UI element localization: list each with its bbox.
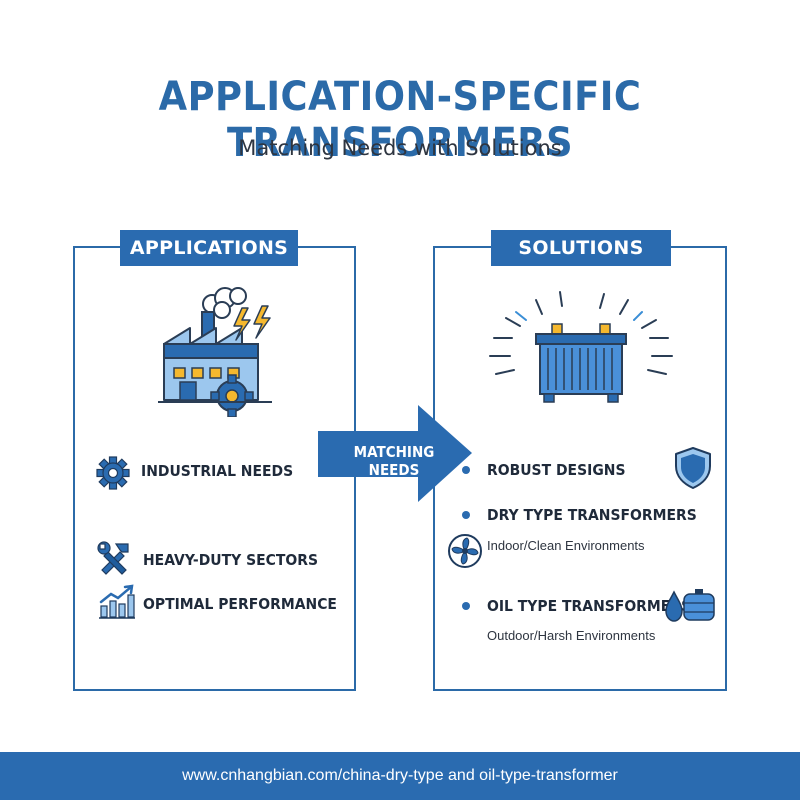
applications-heading: APPLICATIONS [120, 230, 298, 266]
oil-type-label: OIL TYPE TRANSFORMERS [487, 597, 692, 615]
gear-icon [96, 456, 130, 490]
dry-type-bullet [462, 511, 470, 519]
solutions-heading: SOLUTIONS [491, 230, 671, 266]
matching-needs-label: MATCHING NEEDS [353, 443, 435, 479]
robust-designs-label: ROBUST DESIGNS [487, 461, 626, 479]
oil-type-sub: Outdoor/Harsh Environments [487, 628, 656, 643]
oil-type-bullet [462, 602, 470, 610]
oil-tank-icon [665, 589, 715, 622]
dry-type-sub: Indoor/Clean Environments [487, 538, 645, 553]
footer-url: www.cnhangbian.com/china-dry-type and oi… [0, 752, 800, 800]
dry-type-label: DRY TYPE TRANSFORMERS [487, 506, 697, 524]
matching-arrow [318, 405, 472, 502]
transformer-icon [489, 291, 673, 403]
growth-chart-icon [99, 584, 135, 619]
fan-icon [448, 534, 482, 568]
robust-designs-bullet [462, 466, 470, 474]
heavy-duty-sectors-label: HEAVY-DUTY SECTORS [143, 551, 319, 569]
factory-icon [158, 287, 272, 417]
industrial-needs-label: INDUSTRIAL NEEDS [141, 462, 294, 480]
page-subtitle: Matching Needs with Solutions [238, 136, 562, 160]
shield-icon [675, 447, 711, 489]
page-title: APPLICATION-SPECIFIC TRANSFORMERS [158, 74, 642, 166]
optimal-performance-label: OPTIMAL PERFORMANCE [143, 595, 337, 613]
hammer-wrench-icon [97, 541, 129, 575]
